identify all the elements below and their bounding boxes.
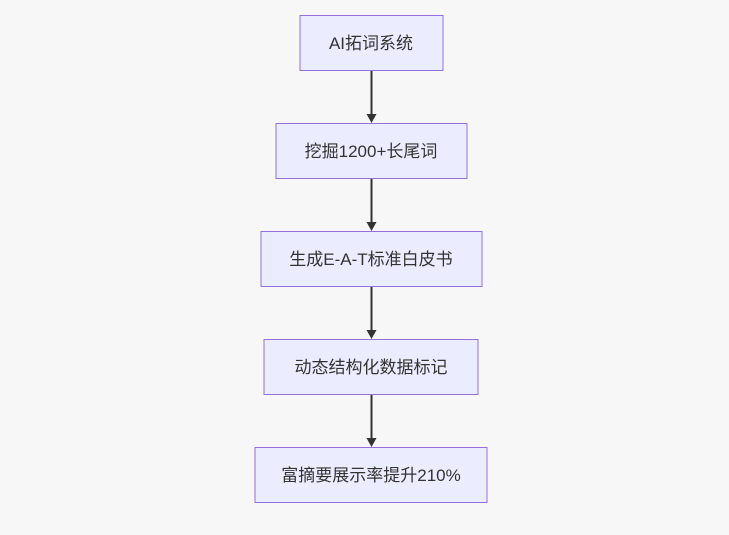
arrow-down-icon xyxy=(366,114,376,123)
flow-node-label: 富摘要展示率提升210% xyxy=(281,465,461,485)
edge-line xyxy=(370,287,372,331)
flow-node-label: 生成E-A-T标准白皮书 xyxy=(289,249,453,269)
arrow-down-icon xyxy=(366,438,376,447)
flow-node-label: AI拓词系统 xyxy=(328,33,414,53)
arrow-down-icon xyxy=(366,222,376,231)
arrow-down-icon xyxy=(366,330,376,339)
flowchart: AI拓词系统 挖掘1200+长尾词 生成E-A-T标准白皮书 动态结构化数据标记 xyxy=(254,15,488,503)
flow-node-mine-longtail-keywords: 挖掘1200+长尾词 xyxy=(275,123,467,179)
flow-node-dynamic-structured-data-markup: 动态结构化数据标记 xyxy=(263,339,479,395)
flow-edge-d-e xyxy=(366,395,376,447)
edge-line xyxy=(370,395,372,439)
flow-node-label: 动态结构化数据标记 xyxy=(294,357,448,377)
flow-node-rich-snippet-rate-increase: 富摘要展示率提升210% xyxy=(254,447,488,503)
flow-edge-a-b xyxy=(366,71,376,123)
edge-line xyxy=(370,179,372,223)
flow-node-ai-word-expansion-system: AI拓词系统 xyxy=(299,15,443,71)
edge-line xyxy=(370,71,372,115)
flow-edge-b-c xyxy=(366,179,376,231)
flow-node-generate-eat-whitepaper: 生成E-A-T标准白皮书 xyxy=(260,231,482,287)
flow-edge-c-d xyxy=(366,287,376,339)
flow-node-label: 挖掘1200+长尾词 xyxy=(304,141,438,161)
